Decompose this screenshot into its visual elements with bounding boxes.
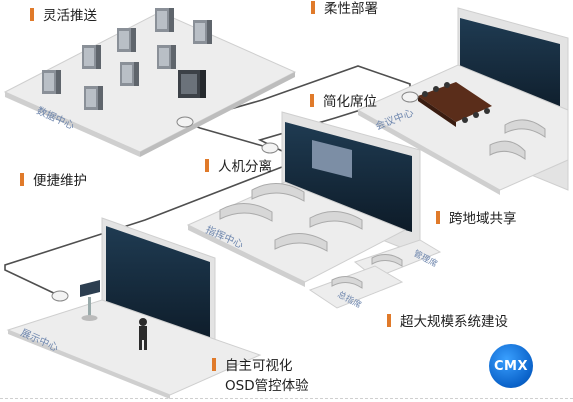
- network-node: [261, 142, 279, 154]
- accent-bar: [30, 8, 34, 21]
- network-node: [51, 290, 69, 302]
- data-center-platform: [3, 11, 297, 157]
- accent-bar: [310, 94, 314, 107]
- touch-kiosk: [80, 280, 100, 321]
- accent-bar: [212, 358, 216, 371]
- network-node: [176, 116, 194, 128]
- feature-simplified-seats: 简化席位: [310, 94, 377, 110]
- conference-table: [418, 82, 492, 127]
- accent-bar: [20, 173, 24, 186]
- feature-hmi-separation: 人机分离: [205, 159, 272, 175]
- network-node: [401, 91, 419, 103]
- accent-bar: [436, 211, 440, 224]
- feature-easy-maintenance: 便捷维护: [20, 173, 87, 189]
- osd-line-2: OSD管控体验: [225, 378, 309, 394]
- accent-bar: [387, 314, 391, 327]
- cmx-logo: CMX: [489, 344, 533, 388]
- feature-flexible-deploy: 柔性部署: [311, 1, 378, 17]
- dispatch-platform: [308, 265, 404, 309]
- exhibition-center-platform: [6, 217, 262, 399]
- feature-flexible-push: 灵活推送: [30, 8, 97, 24]
- feature-osd-control: 自主可视化 OSD管控体验: [212, 356, 309, 396]
- presenter-figure: [139, 318, 147, 350]
- accent-bar: [311, 1, 315, 14]
- meeting-consoles: [489, 119, 546, 160]
- bottom-divider: [0, 398, 573, 400]
- server-racks: [42, 8, 212, 110]
- feature-large-scale-build: 超大规模系统建设: [387, 314, 508, 330]
- feature-cross-region-sharing: 跨地域共享: [436, 211, 517, 227]
- accent-bar: [205, 159, 209, 172]
- osd-line-1: 自主可视化: [225, 358, 293, 374]
- command-consoles: [219, 183, 363, 252]
